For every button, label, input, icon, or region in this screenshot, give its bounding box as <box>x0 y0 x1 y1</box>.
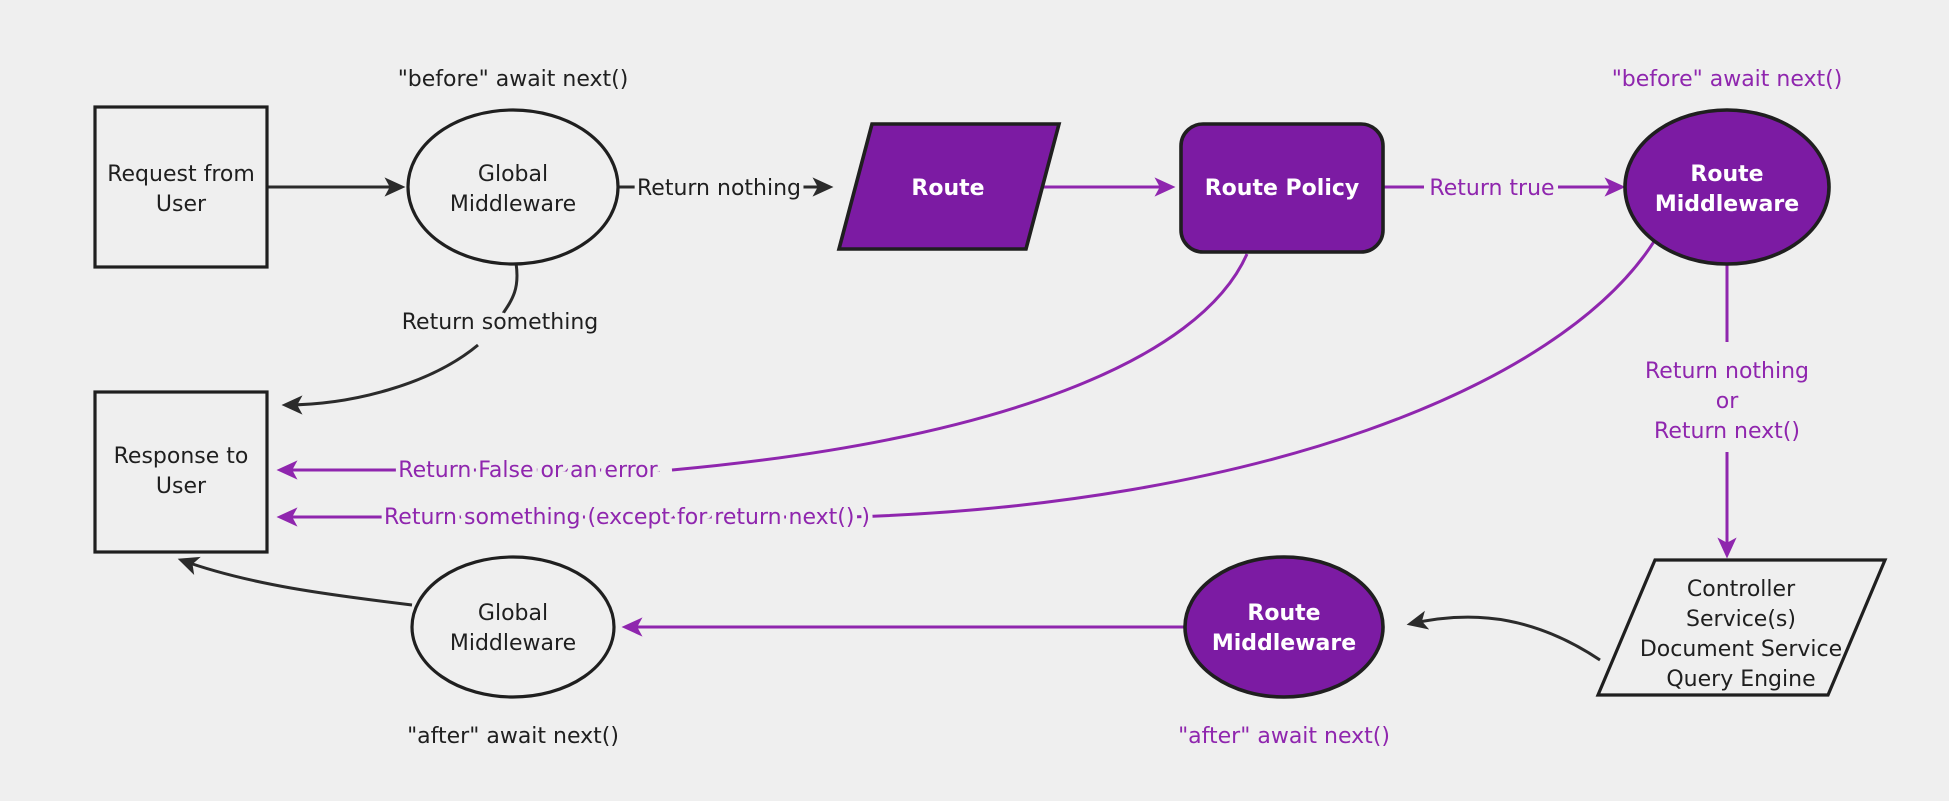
node-global-middleware-top[interactable]: Global Middleware <box>406 108 620 266</box>
node-route-middleware-bottom-line1: Route <box>1247 601 1320 626</box>
annotation-after-await-next-global: "after" await next() <box>407 724 619 749</box>
edge-route-middleware-return-nothing-or-next: Return nothing or Return next() <box>1641 264 1814 559</box>
node-response-to-user[interactable]: Response to User <box>93 390 269 554</box>
node-request-from-user-line1: Request from <box>107 162 255 187</box>
edge-route-middleware-return-something: Return something (except for return next… <box>276 239 1657 535</box>
node-route-middleware-top-line1: Route <box>1690 162 1763 187</box>
edge-label-or: or <box>1716 389 1739 414</box>
edge-label-return-something-except-next: Return something (except for return next… <box>384 505 870 530</box>
annotation-after-await-next-route: "after" await next() <box>1178 724 1390 749</box>
node-controller-services[interactable]: Controller Service(s) Document Service Q… <box>1595 558 1888 697</box>
node-controller-line3: Document Service <box>1640 637 1842 662</box>
node-controller-line2: Service(s) <box>1686 607 1796 632</box>
edge-label-return-next: Return next() <box>1654 419 1800 444</box>
edge-controller-to-route-middleware-bottom <box>1406 610 1601 662</box>
edge-route-policy-return-false: Return False or an error <box>276 253 1249 488</box>
node-route-middleware-top-line2: Middleware <box>1655 192 1799 217</box>
node-global-middleware-top-line1: Global <box>478 162 548 187</box>
node-global-middleware-bottom-line1: Global <box>478 601 548 626</box>
node-global-middleware-bottom[interactable]: Global Middleware <box>410 555 616 699</box>
node-route-middleware-top[interactable]: Route Middleware <box>1623 108 1831 266</box>
node-route-policy[interactable]: Route Policy <box>1179 122 1385 254</box>
node-controller-line4: Query Engine <box>1666 667 1815 692</box>
node-response-to-user-line2: User <box>156 474 207 499</box>
node-request-from-user-line2: User <box>156 192 207 217</box>
node-request-from-user[interactable]: Request from User <box>93 105 269 269</box>
annotation-before-await-next-route: "before" await next() <box>1612 67 1843 92</box>
edge-label-return-nothing: Return nothing <box>637 176 801 201</box>
edge-label-return-false-or-error: Return False or an error <box>398 458 658 483</box>
node-global-middleware-top-line2: Middleware <box>450 192 576 217</box>
edge-global-middleware-bottom-to-response <box>177 556 413 607</box>
node-route-middleware-bottom-line2: Middleware <box>1212 631 1356 656</box>
annotation-before-await-next-global: "before" await next() <box>398 67 629 92</box>
node-route-label: Route <box>911 176 984 201</box>
edge-global-middleware-return-nothing: Return nothing <box>618 172 834 206</box>
node-route[interactable]: Route <box>836 122 1062 251</box>
edge-label-return-something: Return something <box>402 310 598 335</box>
node-route-policy-label: Route Policy <box>1205 176 1360 201</box>
edge-route-policy-return-true: Return true <box>1384 172 1626 206</box>
edge-label-return-true: Return true <box>1429 176 1554 201</box>
edge-label-return-nothing: Return nothing <box>1645 359 1809 384</box>
edge-global-middleware-return-something: Return something <box>281 262 603 415</box>
node-route-middleware-bottom[interactable]: Route Middleware <box>1183 555 1385 699</box>
node-response-to-user-line1: Response to <box>114 444 249 469</box>
node-controller-line1: Controller <box>1687 577 1796 602</box>
node-global-middleware-bottom-line2: Middleware <box>450 631 576 656</box>
